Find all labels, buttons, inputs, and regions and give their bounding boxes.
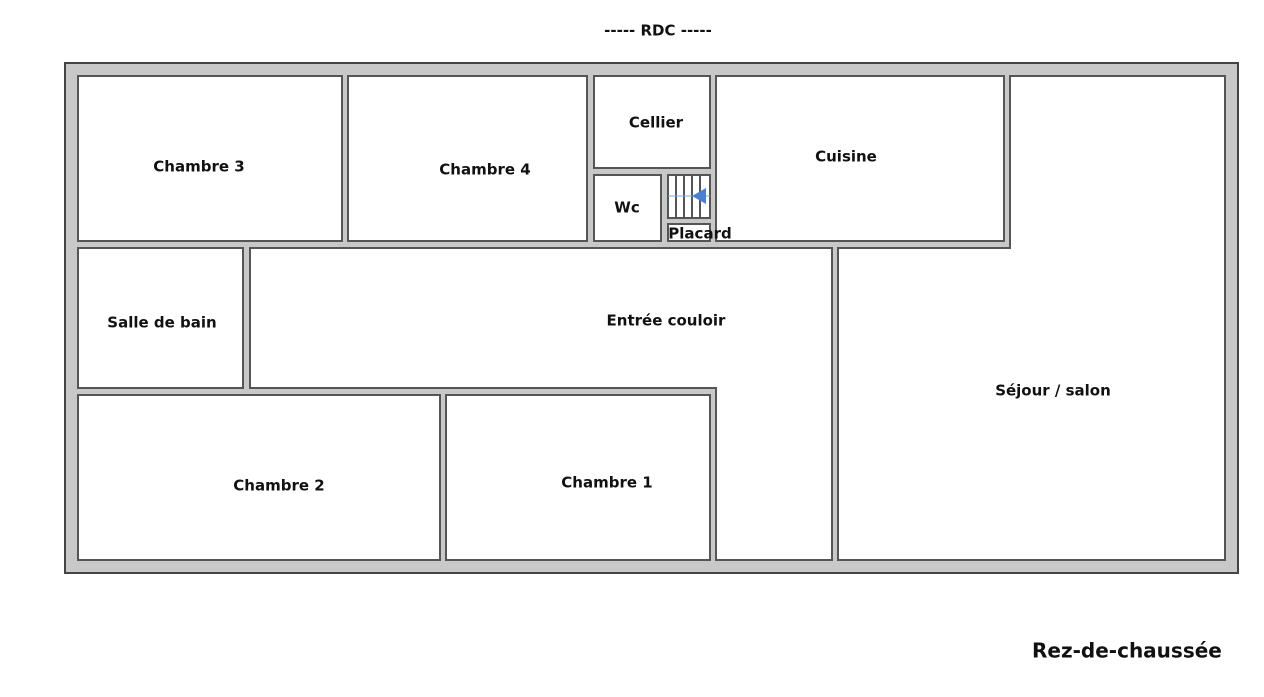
label-chambre-3: Chambre 3	[153, 158, 244, 176]
room-salle-de-bain	[77, 247, 244, 389]
room-chambre-3	[77, 75, 343, 242]
label-placard: Placard	[668, 225, 731, 243]
room-placard	[667, 223, 711, 242]
label-sejour-salon: Séjour / salon	[995, 382, 1111, 400]
label-cuisine: Cuisine	[815, 148, 877, 166]
room-cellier	[593, 75, 711, 169]
label-chambre-2: Chambre 2	[233, 477, 324, 495]
label-cellier: Cellier	[629, 114, 684, 132]
floor-title: ----- RDC -----	[604, 22, 712, 40]
room-chambre-1	[445, 394, 711, 561]
room-chambre-4	[347, 75, 588, 242]
floor-caption: Rez-de-chaussée	[1032, 639, 1222, 663]
room-sejour-salon	[837, 75, 1226, 561]
label-salle-de-bain: Salle de bain	[107, 314, 216, 332]
room-cuisine	[715, 75, 1005, 242]
label-chambre-4: Chambre 4	[439, 161, 530, 179]
label-entree-couloir: Entrée couloir	[607, 312, 727, 330]
room-chambre-2	[77, 394, 441, 561]
stairs-icon	[667, 174, 711, 219]
room-wc	[593, 174, 662, 242]
room-entree-couloir	[249, 247, 833, 561]
label-wc: Wc	[614, 199, 639, 217]
label-chambre-1: Chambre 1	[561, 474, 652, 492]
